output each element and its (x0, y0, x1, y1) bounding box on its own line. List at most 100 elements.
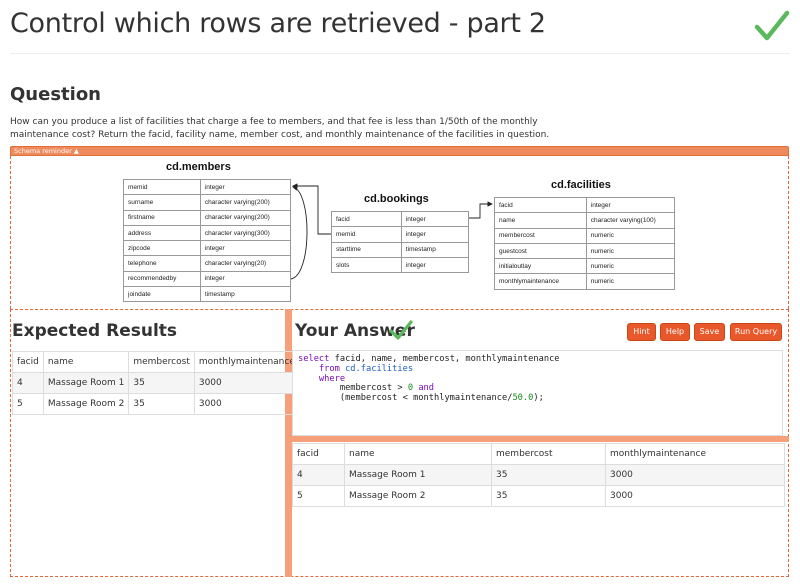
schema-table-title: cd.facilities (551, 179, 611, 191)
schema-column-name: facid (494, 196, 587, 214)
schema-column-type: character varying(20) (199, 255, 292, 272)
schema-column-name: recommendedby (123, 270, 201, 288)
schema-column-name: facid (331, 210, 402, 228)
pane-splitter-vertical[interactable] (285, 309, 292, 577)
table-cell: 35 (128, 372, 195, 394)
title-divider (10, 53, 790, 54)
schema-column-type: integer (585, 196, 676, 214)
schema-column-type: integer (400, 256, 470, 274)
schema-column-type: character varying(100) (585, 212, 676, 229)
schema-column-name: membercost (494, 227, 587, 244)
schema-column-name: initialoutlay (494, 258, 587, 275)
table-cell: 3000 (193, 393, 300, 415)
run-query-button[interactable]: Run Query (730, 323, 782, 341)
schema-column-type: character varying(200) (199, 209, 292, 226)
column-header[interactable]: name (344, 443, 492, 465)
table-cell: Massage Room 2 (344, 485, 492, 507)
column-header[interactable]: name (42, 351, 130, 373)
schema-table-title: cd.bookings (364, 193, 429, 205)
table-cell: 35 (491, 485, 606, 507)
table-cell: Massage Room 1 (42, 372, 130, 394)
schema-column-name: address (123, 224, 201, 242)
schema-column-name: telephone (123, 255, 201, 272)
sql-editor[interactable]: select facid, name, membercost, monthlym… (292, 350, 783, 436)
table-cell: 35 (491, 464, 606, 486)
schema-table-title: cd.members (166, 161, 231, 173)
column-header[interactable]: facid (12, 351, 44, 373)
column-header[interactable]: membercost (491, 443, 606, 465)
table-cell: 3000 (605, 464, 785, 486)
table-cell: 5 (292, 485, 345, 507)
schema-column-type: integer (400, 226, 470, 243)
question-heading: Question (10, 84, 101, 105)
hint-button[interactable]: Hint (627, 323, 656, 341)
column-header[interactable]: facid (292, 443, 345, 465)
expected-results-heading: Expected Results (12, 321, 178, 341)
column-header[interactable]: monthlymaintenance (605, 443, 785, 465)
schema-column-type: numeric (585, 258, 676, 275)
checkmark-icon (389, 320, 413, 340)
schema-column-name: surname (123, 194, 201, 211)
your-answer-heading: Your Answer (295, 321, 415, 341)
schema-reminder-toggle[interactable]: Schema reminder ▲ (10, 146, 789, 156)
table-cell: 5 (12, 393, 44, 415)
schema-column-type: character varying(200) (199, 194, 292, 211)
schema-column-name: name (494, 212, 587, 229)
table-cell: 3000 (193, 372, 300, 394)
checkmark-icon (754, 10, 790, 41)
save-button[interactable]: Save (694, 323, 725, 341)
schema-column-name: zipcode (123, 240, 201, 257)
schema-column-type: integer (199, 178, 292, 196)
table-cell: 35 (128, 393, 195, 415)
schema-diagram (10, 156, 789, 309)
column-header[interactable]: membercost (128, 351, 195, 373)
schema-column-name: guestcost (494, 242, 587, 260)
schema-column-name: monthlymaintenance (494, 273, 587, 290)
table-cell: 4 (12, 372, 44, 394)
pane-splitter-horizontal[interactable] (292, 436, 789, 442)
schema-column-name: firstname (123, 209, 201, 226)
schema-column-type: integer (199, 270, 292, 288)
schema-column-name: memid (331, 226, 402, 243)
schema-column-name: joindate (123, 286, 201, 303)
schema-reminder-label: Schema reminder ▲ (14, 147, 79, 155)
results-region (10, 309, 789, 577)
column-header[interactable]: monthlymaintenance (193, 351, 300, 373)
schema-column-type: character varying(300) (199, 224, 292, 242)
table-cell: 4 (292, 464, 345, 486)
schema-column-type: timestamp (400, 241, 470, 258)
schema-column-type: numeric (585, 227, 676, 244)
schema-column-name: starttime (331, 241, 402, 258)
schema-column-name: memid (123, 178, 201, 196)
help-button[interactable]: Help (660, 323, 690, 341)
schema-column-type: integer (199, 240, 292, 257)
schema-column-type: numeric (585, 273, 676, 290)
page-title: Control which rows are retrieved - part … (10, 8, 546, 39)
schema-column-type: timestamp (199, 286, 292, 303)
